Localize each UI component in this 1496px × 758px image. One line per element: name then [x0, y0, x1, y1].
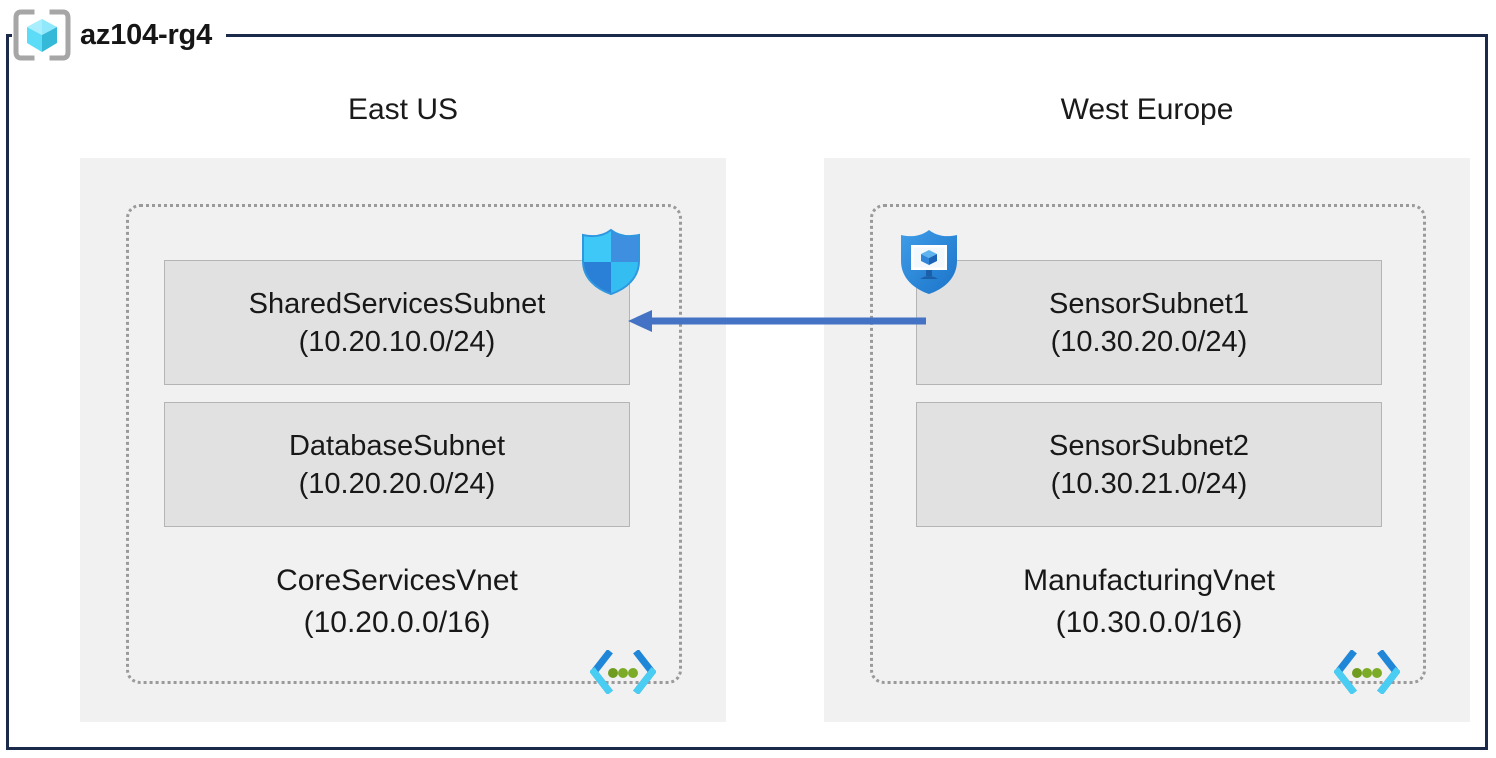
vnet-name: ManufacturingVnet: [1023, 564, 1275, 597]
application-security-group-shield-icon: [898, 228, 960, 296]
vnet-manufacturing[interactable]: [870, 204, 1426, 684]
vnet-cidr: (10.30.0.0/16): [1055, 606, 1243, 639]
subnet-sensor-2[interactable]: SensorSubnet2 (10.30.21.0/24): [916, 402, 1382, 527]
subnet-name: SensorSubnet1: [1049, 287, 1249, 320]
subnet-cidr: (10.20.10.0/24): [298, 325, 496, 358]
vnet-peering-arrow: [626, 306, 926, 336]
region-label-west-europe: West Europe: [1060, 93, 1234, 126]
subnet-cidr: (10.20.20.0/24): [298, 467, 496, 500]
vnet-caption-core-services: CoreServicesVnet (10.20.0.0/16): [164, 560, 630, 644]
subnet-sensor-1[interactable]: SensorSubnet1 (10.30.20.0/24): [916, 260, 1382, 385]
resource-group-icon: [12, 9, 72, 61]
vnet-caption-manufacturing: ManufacturingVnet (10.30.0.0/16): [916, 560, 1382, 644]
subnet-shared-services[interactable]: SharedServicesSubnet (10.20.10.0/24): [164, 260, 630, 385]
resource-group-header: az104-rg4: [12, 8, 226, 62]
network-security-group-shield-icon: [580, 228, 642, 296]
subnet-cidr: (10.30.20.0/24): [1050, 325, 1248, 358]
subnet-database[interactable]: DatabaseSubnet (10.20.20.0/24): [164, 402, 630, 527]
subnet-name: SharedServicesSubnet: [248, 287, 546, 320]
vnet-core-services[interactable]: [126, 204, 682, 684]
subnet-cidr: (10.30.21.0/24): [1050, 467, 1248, 500]
region-label-east-us: East US: [347, 93, 459, 126]
vnet-cidr: (10.20.0.0/16): [303, 606, 491, 639]
subnet-name: SensorSubnet2: [1049, 429, 1249, 462]
vnet-name: CoreServicesVnet: [276, 564, 518, 597]
resource-group-frame: [6, 34, 1488, 750]
virtual-network-icon: [589, 649, 657, 695]
resource-group-name: az104-rg4: [80, 18, 212, 51]
virtual-network-icon: [1333, 649, 1401, 695]
subnet-name: DatabaseSubnet: [288, 429, 506, 462]
